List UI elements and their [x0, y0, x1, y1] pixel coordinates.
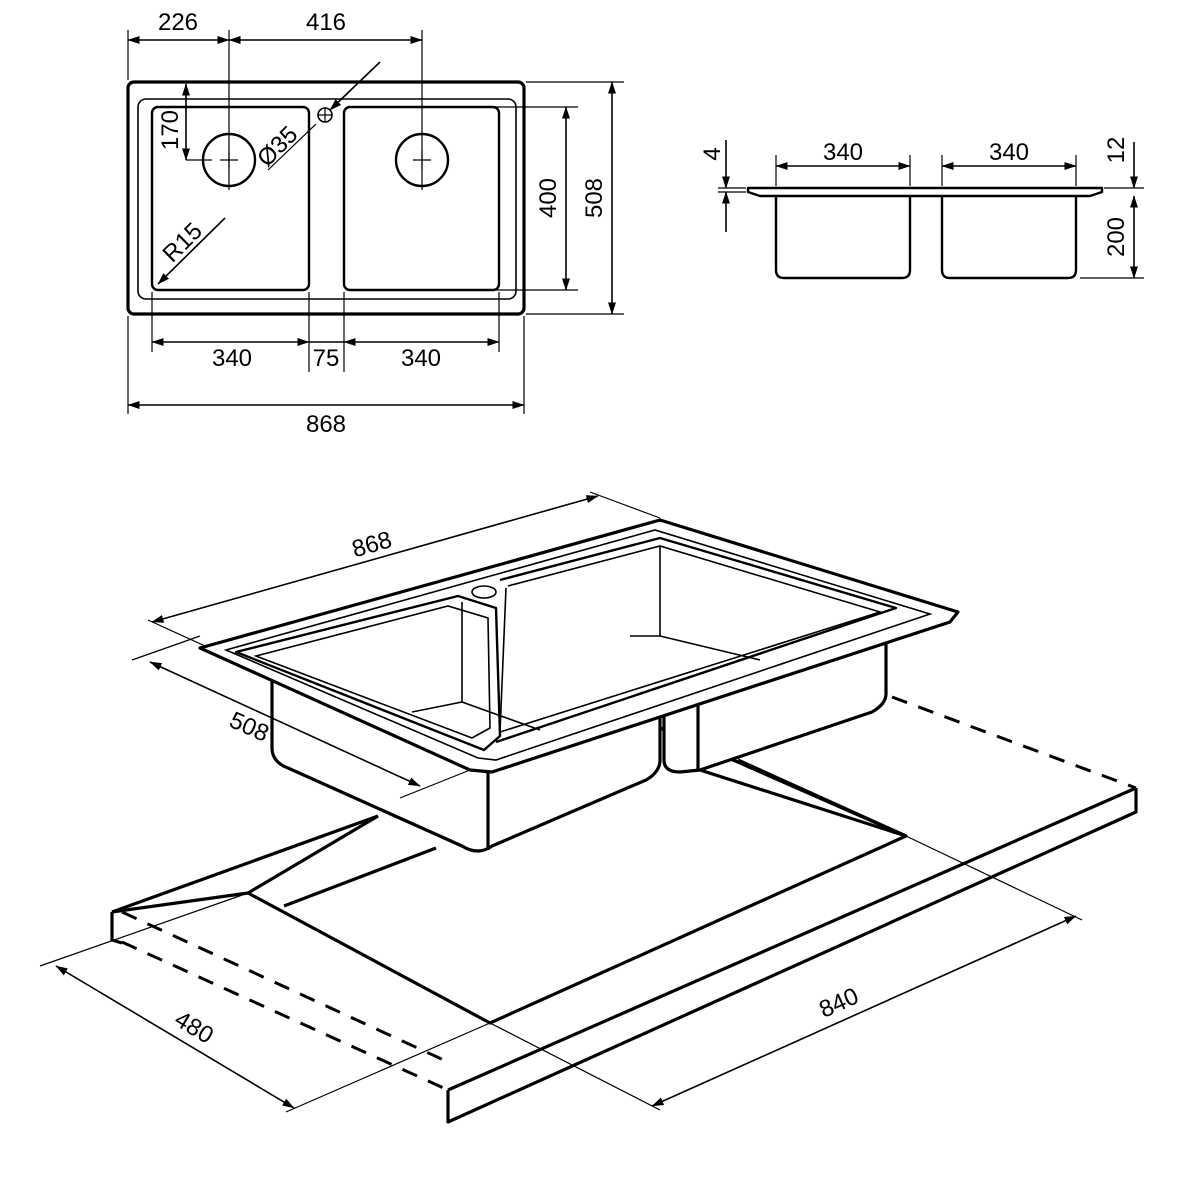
dim-cutout-depth-label: 480 — [170, 1006, 218, 1050]
side-flange — [746, 186, 1104, 198]
dim-divider-label: 75 — [313, 345, 340, 372]
inner-recess — [137, 98, 517, 300]
dim-left-offset-label: 226 — [158, 9, 198, 36]
perspective-view: 868 508 480 840 — [39, 491, 1138, 1124]
left-bowl — [150, 105, 311, 292]
dim-right-bowl-width-label: 340 — [401, 345, 441, 372]
dim-side-left-bowl-label: 340 — [823, 139, 863, 166]
sink-outline — [126, 80, 526, 316]
dim-overall-width-label: 868 — [306, 411, 346, 438]
dim-side-right-bowl-label: 340 — [989, 139, 1029, 166]
side-view: 4 340 340 12 200 — [699, 137, 1144, 280]
dim-left-bowl-width-label: 340 — [212, 345, 252, 372]
dim-overall-depth-label: 508 — [581, 178, 608, 218]
dim-corner-radius-label: R15 — [158, 218, 208, 268]
dim-rim-label: 12 — [1103, 137, 1130, 164]
dim-flange-label: 4 — [699, 147, 726, 160]
side-left-bowl — [774, 196, 912, 280]
dim-sink-width-label: 868 — [349, 526, 395, 563]
dim-hole-spacing-label: 416 — [306, 9, 346, 36]
top-view: 226 416 170 Ø35 R15 400 508 340 75 340 8… — [126, 9, 624, 438]
dim-bowl-depth-label: 400 — [535, 178, 562, 218]
dim-cutout-width-label: 840 — [815, 983, 863, 1024]
dim-bowl-height-label: 200 — [1103, 217, 1130, 257]
perspective-sink — [198, 518, 960, 853]
side-right-bowl — [940, 196, 1078, 280]
dim-sink-depth-label: 508 — [225, 707, 273, 748]
dim-hole-depth-label: 170 — [157, 110, 184, 150]
dim-hole-diameter-label: Ø35 — [252, 121, 303, 172]
